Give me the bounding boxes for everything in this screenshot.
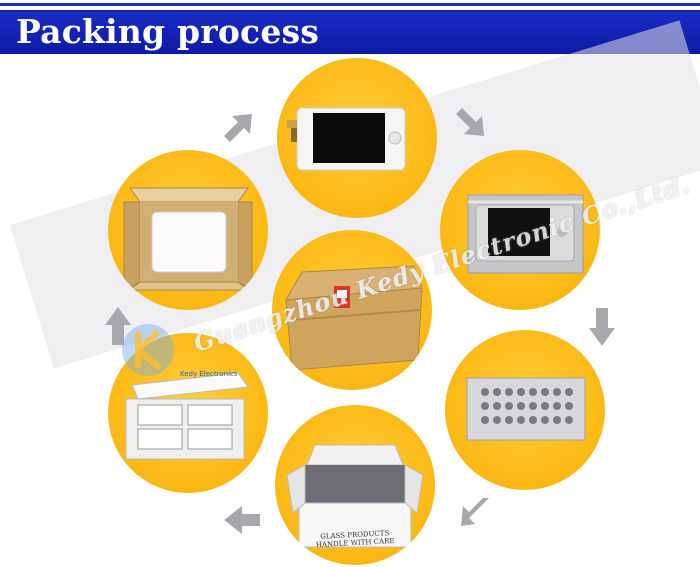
- arrow-left-icon: [224, 506, 260, 534]
- step-bubble-wrap: [445, 330, 605, 490]
- header-top-line: [0, 3, 700, 6]
- logo-caption: Kedy Electronics: [180, 370, 238, 378]
- step-labeled-box: GLASS PRODUCTS HANDLE WITH CARE: [275, 405, 435, 565]
- page-title: Packing process: [16, 12, 320, 51]
- arrow-up-right-icon: [224, 114, 252, 142]
- arrow-up-icon: [105, 307, 131, 345]
- bubble-wrap-icon: [466, 377, 586, 441]
- lcd-screen-icon: [287, 107, 406, 171]
- foam-box-icon: [125, 372, 249, 460]
- sealed-carton-icon: [285, 265, 423, 371]
- kedy-logo-icon: [122, 324, 174, 376]
- antistatic-bag-icon: [467, 194, 584, 274]
- header-bar: [0, 10, 700, 54]
- arrow-down-icon: [589, 308, 615, 346]
- step-open-carton: [108, 150, 268, 310]
- arrow-down-left-icon: [461, 498, 489, 526]
- arrow-down-right-icon: [456, 108, 484, 136]
- step-lcd-screen: [277, 58, 437, 218]
- step-antistatic-bag: [440, 150, 600, 310]
- header: Packing process: [0, 0, 700, 58]
- open-carton-icon: [123, 187, 253, 291]
- step-foam-box: [108, 333, 268, 493]
- step-sealed-carton: [272, 230, 432, 390]
- glass-products-box-icon: [286, 444, 424, 548]
